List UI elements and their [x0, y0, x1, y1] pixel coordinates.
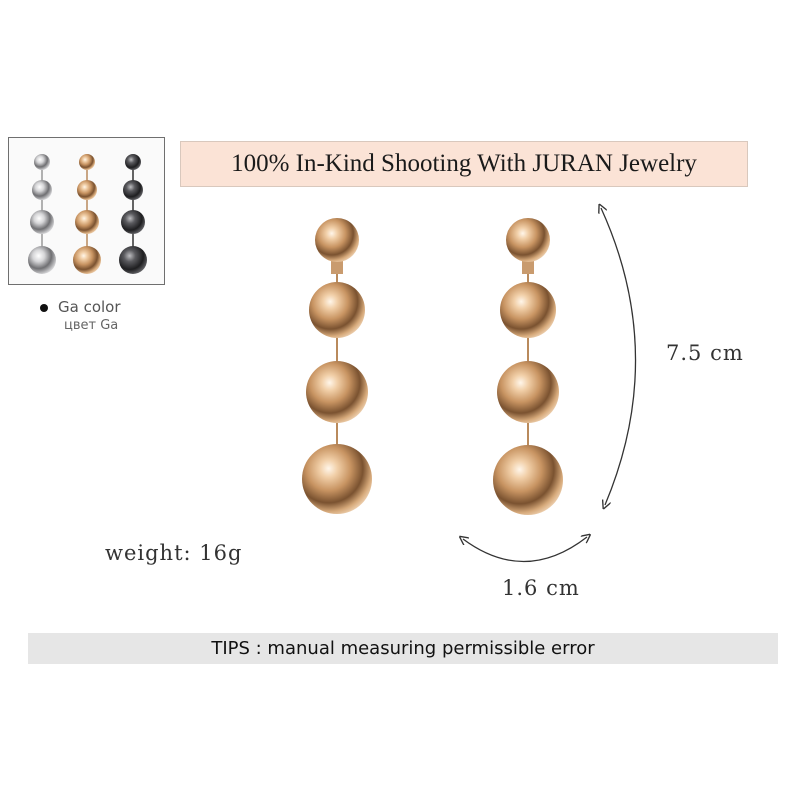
- length-dimension: 7.5 cm: [666, 341, 744, 365]
- bead-2: [500, 282, 556, 338]
- color-thumbnail[interactable]: [8, 137, 165, 285]
- color-name-en: Ga color: [58, 298, 121, 316]
- width-arrow: [463, 537, 587, 563]
- bead-3: [306, 361, 368, 423]
- bead-3: [497, 361, 559, 423]
- bead-bottom: [493, 445, 563, 515]
- tips-bar: TIPS : manual measuring permissible erro…: [28, 633, 778, 664]
- length-arrow: [601, 208, 637, 505]
- variant-gunmetal: [119, 154, 147, 274]
- width-dimension: 1.6 cm: [502, 576, 580, 600]
- earring-left: [302, 218, 372, 514]
- earring-right: [493, 218, 563, 515]
- bead-top: [506, 218, 550, 262]
- variant-gold: [73, 154, 101, 274]
- variant-silver: [28, 154, 56, 274]
- color-option-label[interactable]: Ga color цвет Ga: [40, 298, 121, 333]
- bead-bottom: [302, 444, 372, 514]
- color-name-ru: цвет Ga: [64, 318, 119, 333]
- weight-label: weight: 16g: [105, 541, 243, 565]
- title-banner: 100% In-Kind Shooting With JURAN Jewelry: [180, 141, 748, 187]
- bullet-icon: [40, 303, 48, 312]
- bead-top: [315, 218, 359, 262]
- bead-2: [309, 282, 365, 338]
